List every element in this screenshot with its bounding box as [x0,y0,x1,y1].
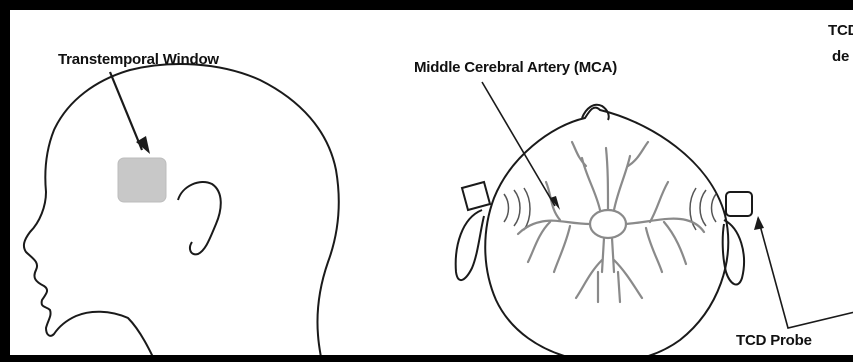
top-head-outline [485,108,728,362]
tcd-cut-label: TCD [828,22,853,39]
left-tcd-probe [462,182,490,210]
left-ultrasound-waves [504,188,530,230]
probe-pointer-head [754,216,764,230]
cerebral-vessels [518,142,704,302]
top-left-ear [456,210,484,280]
tcd-probe-label: TCD Probe [736,332,812,349]
window-arrow-line [110,72,142,150]
transtemporal-window-patch [118,158,166,202]
de-cut-label: de [832,48,849,65]
head-profile-outline [24,64,339,362]
profile-ear [178,182,221,254]
mca-label: Middle Cerebral Artery (MCA) [414,59,617,76]
right-tcd-probe [726,192,752,216]
probe-pointer-line [758,218,853,328]
transtemporal-window-label: Transtemporal Window [58,51,219,68]
top-right-ear [723,220,744,285]
mca-pointer-line [482,82,555,206]
